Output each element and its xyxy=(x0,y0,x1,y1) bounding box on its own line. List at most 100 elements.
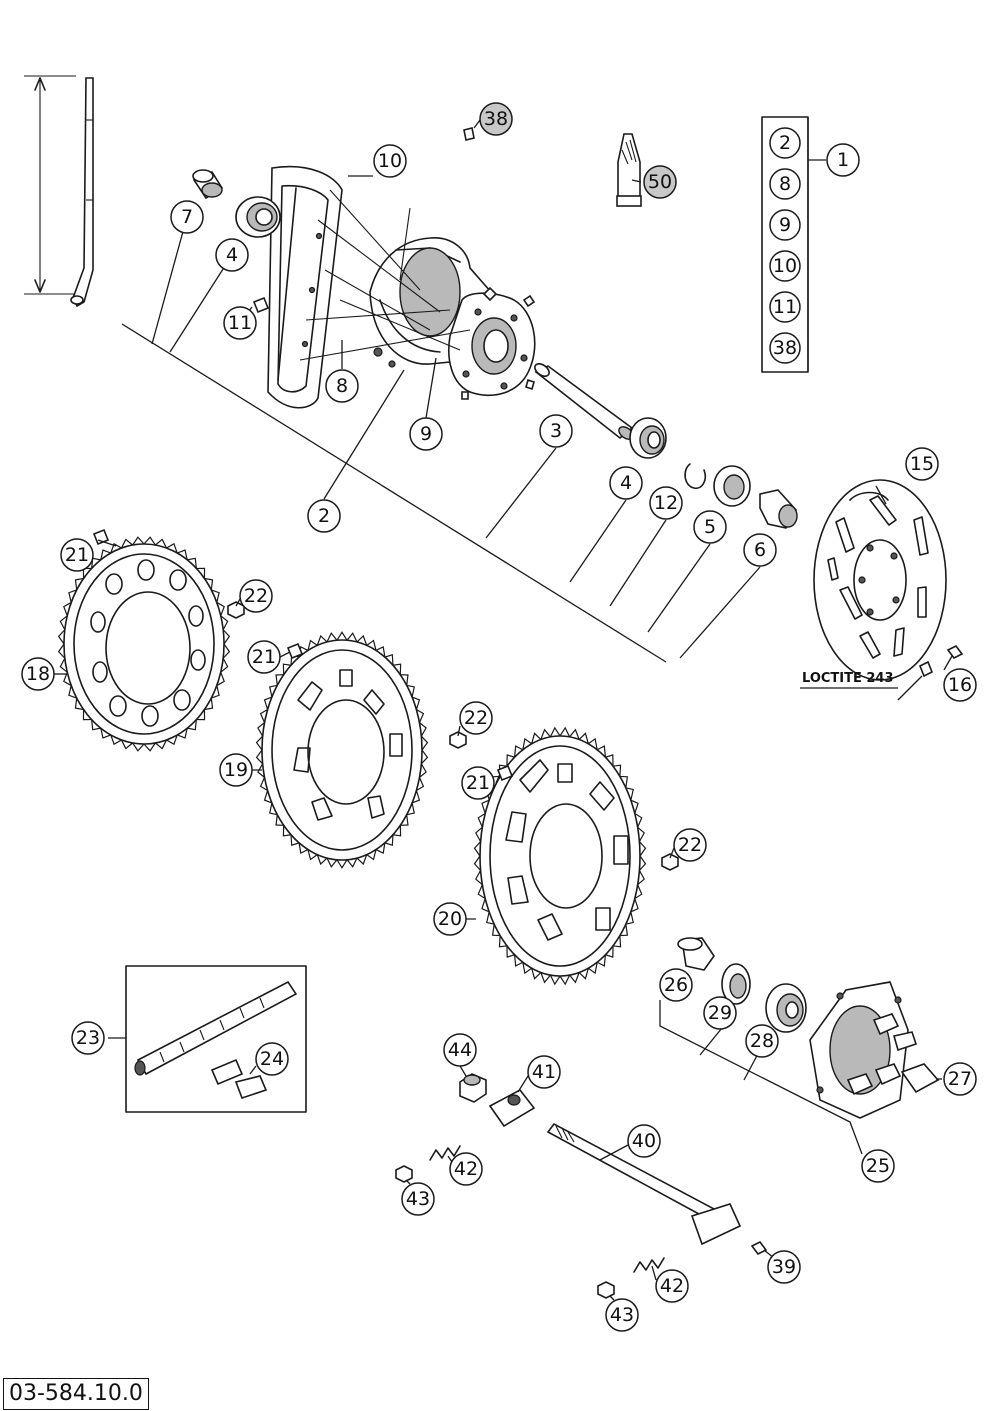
sprocket-carrier-part-25 xyxy=(809,981,918,1119)
callout-label: 38 xyxy=(484,108,508,130)
sprocket-tooth xyxy=(316,634,328,646)
callout-2: 2 xyxy=(307,499,341,533)
callout-label: 8 xyxy=(336,375,348,397)
nipple-part-38 xyxy=(463,127,475,141)
sprocket-tooth xyxy=(366,639,377,651)
sprocket-tooth xyxy=(588,737,598,750)
callout-label: 6 xyxy=(754,539,766,561)
callout-label: 42 xyxy=(660,1275,684,1297)
callout-11: 11 xyxy=(223,306,257,340)
callout-label: 19 xyxy=(224,759,248,781)
sprocket-tooth xyxy=(578,968,589,980)
callout-kit-11: 11 xyxy=(769,291,801,323)
sprocket-tooth xyxy=(143,742,156,752)
sprocket-tooth xyxy=(155,538,168,549)
spoke-icon xyxy=(24,75,94,308)
callout-label: 40 xyxy=(632,1130,656,1152)
valve-part-11 xyxy=(252,296,270,314)
callout-label: 21 xyxy=(65,544,89,566)
sprocket-tooth xyxy=(559,974,571,986)
bearing-icon xyxy=(235,196,281,238)
hub-icon xyxy=(299,189,536,400)
callout-3: 3 xyxy=(539,414,573,448)
seal-part-5 xyxy=(713,465,751,507)
sprocket-tooth xyxy=(155,739,168,750)
callout-label: 44 xyxy=(448,1039,472,1061)
callout-kit-10: 10 xyxy=(769,250,801,282)
callout-10: 10 xyxy=(373,144,407,178)
loctite-note: LOCTITE 243 xyxy=(800,671,898,689)
callout-label: 4 xyxy=(620,472,632,494)
callout-25: 25 xyxy=(861,1149,895,1183)
sprocket-tooth xyxy=(634,812,643,828)
sprocket-tooth xyxy=(255,735,264,751)
callout-40: 40 xyxy=(627,1124,661,1158)
callout-label: 24 xyxy=(260,1048,284,1070)
callout-1-label: 1 xyxy=(837,149,849,171)
callout-label: 26 xyxy=(664,974,688,996)
sprocket-part-20 xyxy=(479,735,641,977)
sprocket-tooth xyxy=(307,849,318,861)
kit-item-label: 10 xyxy=(773,255,797,277)
callout-50: 50 xyxy=(643,165,677,199)
callout-label: 22 xyxy=(244,585,268,607)
axle-part-40 xyxy=(546,1122,742,1246)
callout-27: 27 xyxy=(943,1062,977,1096)
callout-26: 26 xyxy=(659,968,693,1002)
callout-label: 12 xyxy=(654,492,678,514)
sprocket-tooth xyxy=(549,974,561,986)
callout-22-b: 22 xyxy=(459,701,493,735)
sprocket-tooth xyxy=(307,639,318,651)
callout-7: 7 xyxy=(170,200,204,234)
callout-label: 15 xyxy=(910,453,934,475)
nut-icon xyxy=(227,601,679,871)
callout-5: 5 xyxy=(693,510,727,544)
callout-label: 50 xyxy=(648,171,672,193)
callout-label: 25 xyxy=(866,1155,890,1177)
sprocket-tooth xyxy=(531,732,542,744)
callout-21-b: 21 xyxy=(247,640,281,674)
sprocket-tooth xyxy=(220,657,229,673)
reference-number: 03-584.10.0 xyxy=(3,1378,149,1410)
callout-16: 16 xyxy=(943,668,977,702)
callout-label: 43 xyxy=(610,1304,634,1326)
sprocket-tooth xyxy=(143,536,156,546)
kit-item-label: 38 xyxy=(773,337,797,359)
sprocket-tooth xyxy=(477,884,486,900)
callout-label: 21 xyxy=(466,772,490,794)
callout-20: 20 xyxy=(433,902,467,936)
sprocket-tooth xyxy=(259,777,268,792)
kit-item-label: 9 xyxy=(779,214,791,236)
callout-label: 18 xyxy=(26,663,50,685)
sprocket-tooth xyxy=(522,737,532,750)
axle-icon xyxy=(534,362,634,440)
callout-label: 23 xyxy=(76,1027,100,1049)
callout-label: 22 xyxy=(678,834,702,856)
callout-39: 39 xyxy=(767,1250,801,1284)
callout-label: 9 xyxy=(420,423,432,445)
callout-1: 1 xyxy=(826,143,860,177)
callout-9: 9 xyxy=(409,417,443,451)
sprocket-tooth xyxy=(416,777,425,792)
callout-8: 8 xyxy=(325,369,359,403)
callout-label: 39 xyxy=(772,1256,796,1278)
callout-label: 22 xyxy=(464,707,488,729)
callout-label: 27 xyxy=(948,1068,972,1090)
callout-label: 5 xyxy=(704,516,716,538)
callout-4-left: 4 xyxy=(215,238,249,272)
callout-kit-2: 2 xyxy=(769,127,801,159)
spring-icon xyxy=(429,1145,665,1273)
bolt-icon xyxy=(92,528,514,782)
sprocket-tooth xyxy=(578,732,589,744)
kit-item-label: 11 xyxy=(773,296,797,318)
callout-28: 28 xyxy=(745,1024,779,1058)
callout-label: 16 xyxy=(948,674,972,696)
nut-part-44 xyxy=(459,1073,487,1103)
chain-link-part-24 xyxy=(210,1058,268,1100)
callout-15: 15 xyxy=(905,447,939,481)
sprocket-tooth xyxy=(336,859,348,869)
sprocket-tooth xyxy=(220,615,229,631)
sprocket-tooth xyxy=(259,708,268,723)
sprocket-tooth xyxy=(132,742,145,752)
callout-42-a: 42 xyxy=(449,1152,483,1186)
